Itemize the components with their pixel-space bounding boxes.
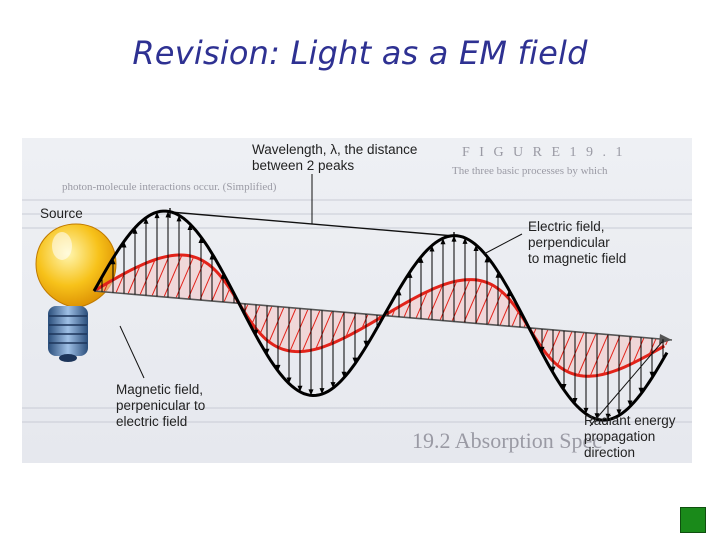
radiant-label-line2: propagation [584, 429, 655, 444]
magnetic-label-line1: Magnetic field, [116, 382, 203, 397]
green-square-button[interactable] [680, 507, 706, 533]
electric-label-line2: perpendicular [528, 235, 610, 250]
em-wave-figure: F I G U R E 1 9 . 1 The three basic proc… [22, 138, 692, 463]
ghost-caption-line1: The three basic processes by which [452, 165, 608, 177]
radiant-label-line3: direction [584, 445, 635, 460]
ghost-figure-heading: F I G U R E 1 9 . 1 [462, 145, 626, 160]
electric-label-line3: to magnetic field [528, 251, 626, 266]
source-label: Source [40, 206, 83, 221]
radiant-label-line1: Radiant energy [584, 413, 676, 428]
wavelength-label-line1: Wavelength, λ, the distance [252, 142, 417, 157]
wavelength-label-line2: between 2 peaks [252, 158, 354, 173]
magnetic-label-line2: perpenicular to [116, 398, 205, 413]
em-wave-diagram: F I G U R E 1 9 . 1 The three basic proc… [22, 138, 692, 463]
magnetic-label-line3: electric field [116, 414, 187, 429]
ghost-caption-line2: photon-molecule interactions occur. (Sim… [62, 181, 277, 193]
ghost-section-heading: 19.2 Absorption Spec [412, 428, 602, 453]
slide-title: Revision: Light as a EM field [0, 34, 720, 72]
electric-label-line1: Electric field, [528, 219, 605, 234]
